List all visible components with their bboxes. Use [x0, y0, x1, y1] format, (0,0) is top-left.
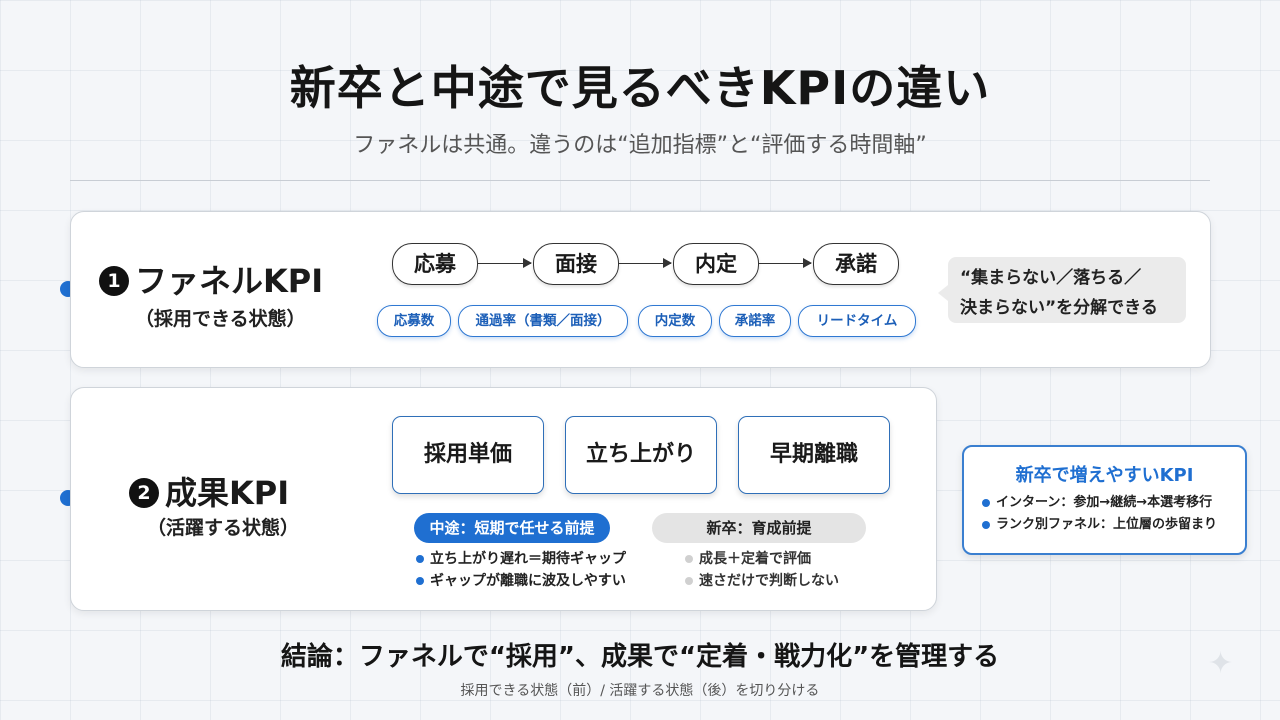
header-divider [70, 180, 1210, 181]
sparkle-icon: ✦ [1208, 646, 1234, 681]
midcareer-points: 立ち上がり遅れ＝期待ギャップ ギャップが離職に波及しやすい [414, 548, 626, 592]
page-title: 新卒と中途で見るべきKPIの違い [289, 61, 991, 115]
page-subtitle: ファネルは共通。違うのは“追加指標”と“評価する時間軸” [353, 133, 927, 158]
sidebox-point: ランク別ファネル：上位層の歩留まり [980, 514, 1217, 536]
metric-applications: 応募数 [377, 305, 451, 337]
metric-offers: 内定数 [638, 305, 712, 337]
metric-acceptance-rate: 承諾率 [719, 305, 791, 337]
sidebox-title: 新卒で増えやすいKPI [1015, 465, 1194, 486]
newgrad-points: 成長＋定着で評価 速さだけで判断しない [683, 548, 839, 592]
stage-acceptance: 承諾 [813, 243, 899, 285]
kpi-early-turnover: 早期離職 [738, 416, 890, 494]
metric-pass-rate: 通過率（書類／面接） [458, 305, 628, 337]
midcareer-point: ギャップが離職に波及しやすい [414, 570, 626, 592]
section1-subtitle: （採用できる状態） [135, 308, 306, 330]
newgrad-kpi-sidebox: 新卒で増えやすいKPI インターン：参加→継続→本選考移行 ランク別ファネル：上… [962, 445, 1247, 555]
number-badge-1: 1 [99, 266, 129, 296]
funnel-note-bubble: “集まらない／落ちる／ 決まらない”を分解できる [938, 257, 1186, 323]
sidebox-points: インターン：参加→継続→本選考移行 ランク別ファネル：上位層の歩留まり [980, 492, 1217, 536]
sidebox-point: インターン：参加→継続→本選考移行 [980, 492, 1217, 514]
section2-subtitle: （活躍する状態） [147, 517, 300, 539]
metric-lead-time: リードタイム [798, 305, 916, 337]
kpi-cost-per-hire: 採用単価 [392, 416, 544, 494]
conclusion: 結論：ファネルで“採用”、成果で“定着・戦力化”を管理する [280, 642, 1000, 672]
number-badge-2: 2 [129, 478, 159, 508]
section2-title: 成果KPI [165, 474, 290, 512]
arrow-interview-to-offer [619, 257, 672, 268]
stage-offer: 内定 [673, 243, 759, 285]
funnel-note-line2: 決まらない”を分解できる [960, 298, 1158, 318]
arrow-offer-to-acceptance [759, 257, 812, 268]
midcareer-tag: 中途：短期で任せる前提 [414, 513, 610, 543]
funnel-note-line1: “集まらない／落ちる／ [960, 268, 1142, 288]
arrow-apply-to-interview [478, 257, 532, 268]
stage-apply: 応募 [392, 243, 478, 285]
kpi-ramp-up: 立ち上がり [565, 416, 717, 494]
footnote: 採用できる状態（前）/ 活躍する状態（後）を切り分ける [460, 683, 820, 699]
section1-title: ファネルKPI [135, 262, 324, 300]
stage-interview: 面接 [533, 243, 619, 285]
newgrad-point: 速さだけで判断しない [683, 570, 839, 592]
newgrad-tag: 新卒：育成前提 [652, 513, 866, 543]
midcareer-point: 立ち上がり遅れ＝期待ギャップ [414, 548, 626, 570]
newgrad-point: 成長＋定着で評価 [683, 548, 839, 570]
